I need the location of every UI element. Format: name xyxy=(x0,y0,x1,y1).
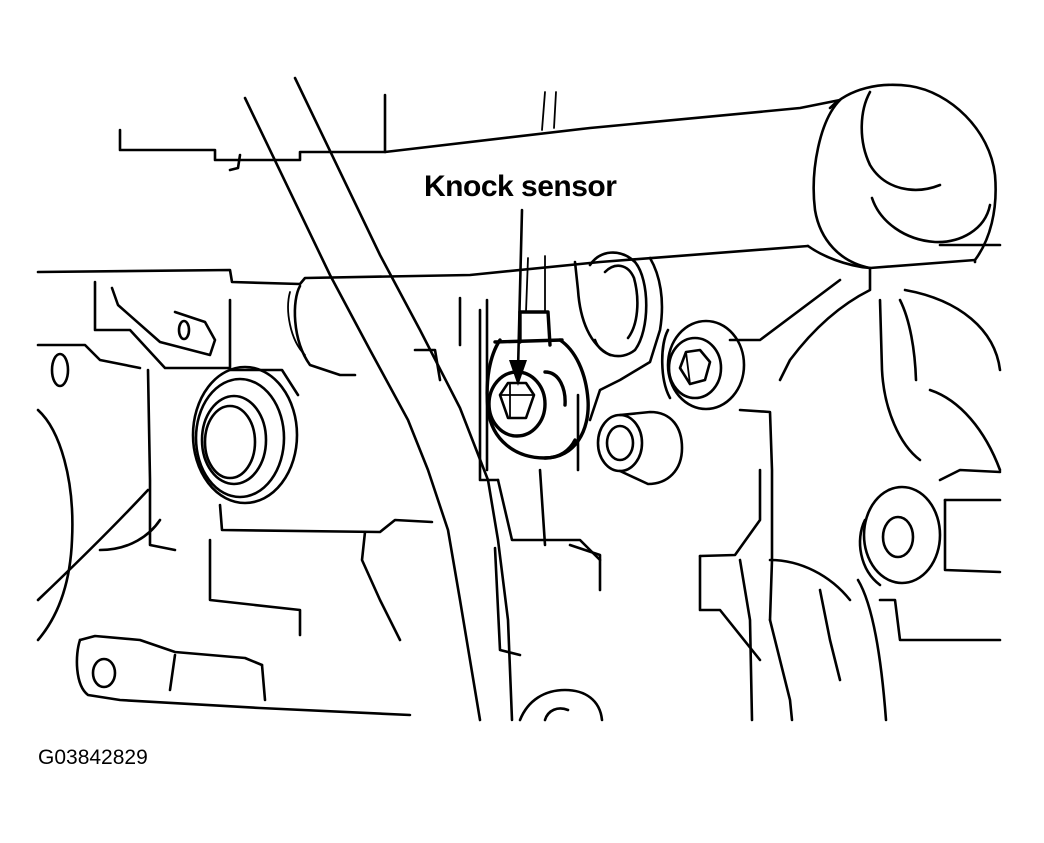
right-upper-flange xyxy=(806,83,997,270)
lower-left-bracket xyxy=(75,634,412,717)
coolant-tube xyxy=(243,76,514,722)
left-casting xyxy=(36,284,442,642)
callout-arrow xyxy=(509,208,527,386)
central-casting xyxy=(458,251,664,592)
left-oil-seal xyxy=(191,365,300,505)
intake-manifold xyxy=(36,93,842,286)
left-bracket xyxy=(36,280,232,388)
knock-sensor-label: Knock sensor xyxy=(424,170,617,203)
knock-sensor xyxy=(485,310,590,460)
right-boss xyxy=(858,485,942,587)
sensor-wires xyxy=(525,91,557,313)
dowel-spacer xyxy=(596,410,684,486)
lower-center-parts xyxy=(493,546,794,722)
figure-id: G03842829 xyxy=(38,746,148,769)
right-casting xyxy=(698,243,1002,722)
mounting-bolt xyxy=(660,319,746,411)
